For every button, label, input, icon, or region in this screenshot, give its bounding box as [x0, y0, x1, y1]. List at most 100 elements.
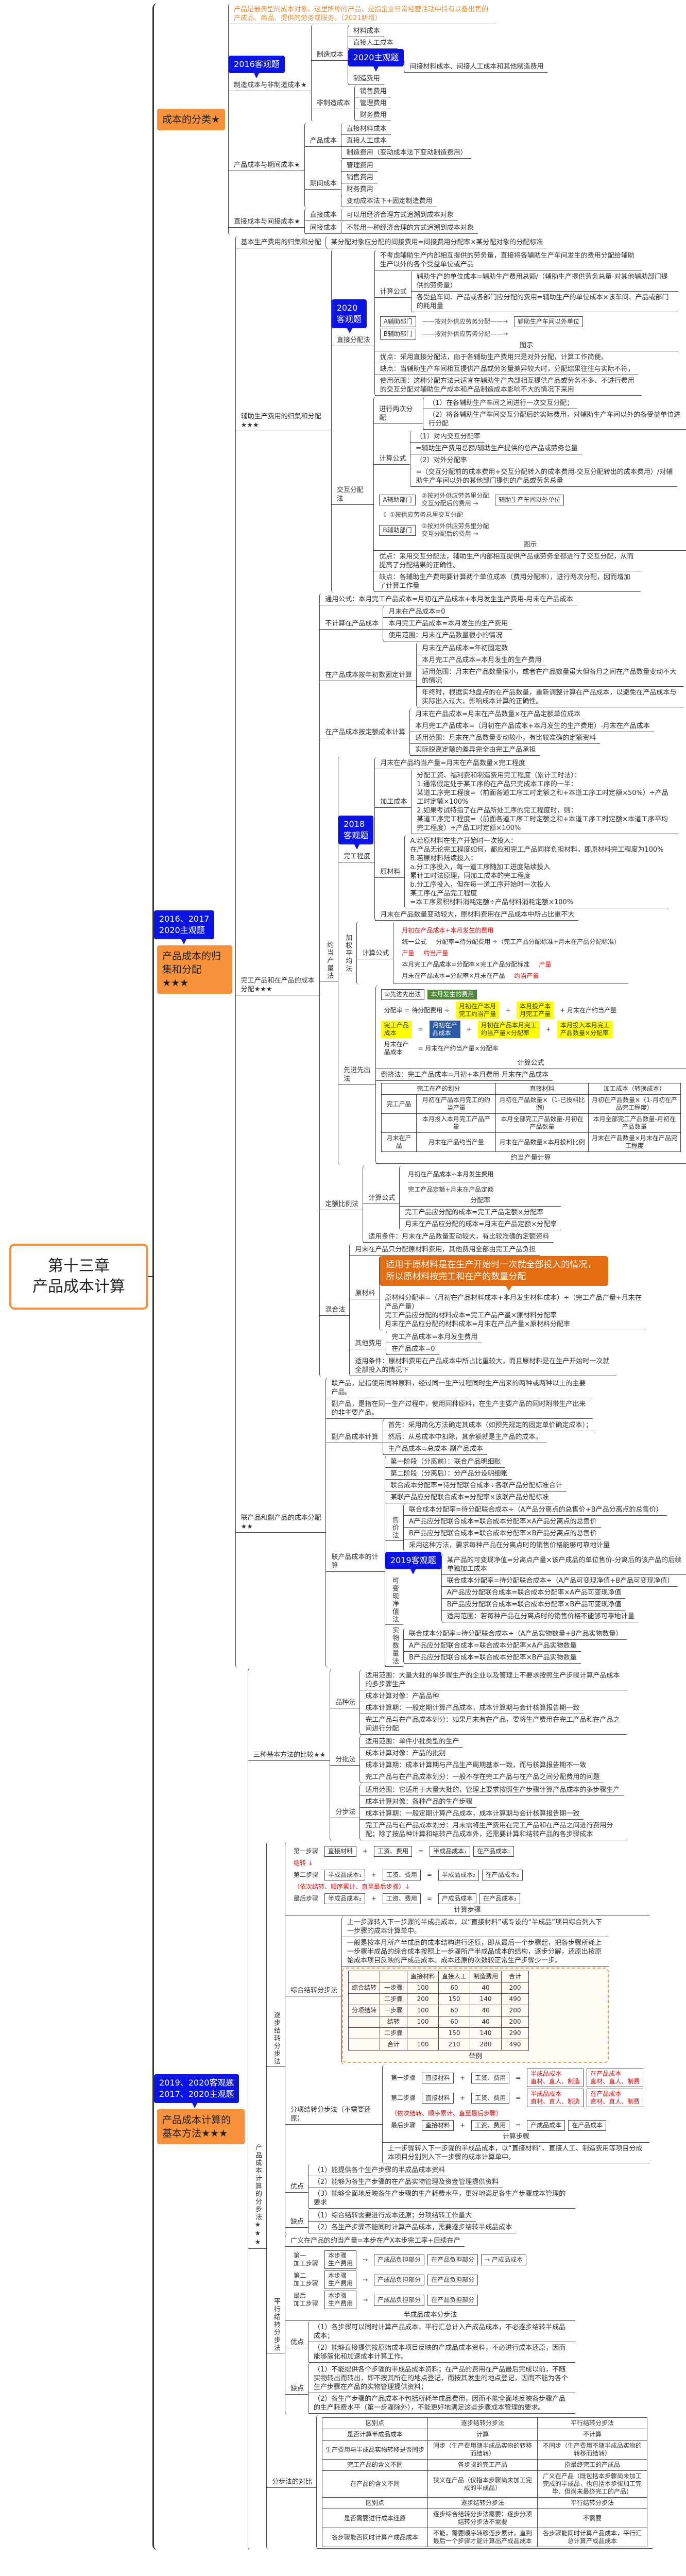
subtopics: 2020 客观题直接分配法不考虑辅助生产内部相互提供的劳务量，直接将各辅助生产车… [331, 249, 686, 593]
subtopic: 副产品，是指在同一生产过程中，使用同种原料，在生产主要产品的同时附带生产出来的非… [326, 1398, 686, 1419]
subtopic: 完工产品与在产品成本划分：如果月末有在产品，要将生产费用在完工产品和在产品之间进… [360, 1714, 627, 1735]
table-cell: 60 [438, 2005, 471, 2016]
table-row: 完工产品月初在产品本月完工的约当产量月初在产品数量×（1-已投料比例）月初在产品… [381, 1094, 681, 1114]
topic-wrap: 本月完工产品成本=本月发生的生产费用 [383, 618, 512, 630]
topic-wrap: 原材料 [350, 1287, 380, 1299]
diagram-text: = [426, 1895, 432, 1902]
subtopics: 辅助生产的单位成本=辅助生产费用总额/（辅助生产提供劳务总量-对其他辅助部门提供… [410, 270, 678, 313]
subtopics: 管理费用销售费用财务费用变动成本法下+固定制造费用 [340, 159, 437, 208]
subtopic: （1）综合结转需要进行成本还原；分项结转工作量大 [308, 2210, 516, 2222]
subtopic: 变动成本法下+固定制造费用 [341, 195, 437, 207]
diagram-text: 月末在产 品成本 [384, 1041, 409, 1056]
diagram-text: 统一公式 [402, 938, 427, 945]
table-row: 是否计算半成品成本计算不计算 [322, 2429, 648, 2441]
subtopic: 广义在产品的约当产量=本步在产X本步完工率+后续在产 [285, 2235, 575, 2247]
topic-label: 售价法 [385, 1515, 403, 1541]
topic-wrap: 财务费用 [354, 109, 391, 121]
diagram-text: 第二步骤 [294, 1871, 319, 1878]
topic-label: 在产品成本=0 [386, 1343, 439, 1355]
diagram-text: → [363, 2296, 368, 2303]
subtopic: A.若原材料在生产开始时一次投入： 在产品无论完工程度如何，都应和完工产品同样负… [405, 835, 668, 908]
diagram-text: 本月完工产品成本=分配率×完工产品分配标准 [402, 961, 530, 968]
table-row: 区别点逐步结转分步法平行结转分步法 [322, 2497, 648, 2509]
topic-wrap: 2020 客观题直接分配法 [331, 299, 374, 346]
topic-wrap: 在产品成本按定额成本计算 [320, 726, 410, 738]
diagram-caption: 计算步骤 [502, 2133, 529, 2141]
topic-wrap: 优点 [285, 2181, 308, 2193]
topic-label: 适用范围：单件小批类型的生产 [360, 1736, 464, 1748]
table-row: 完工产品的含义不同各步骤的完工产品指最终完工的产成品 [322, 2459, 648, 2471]
topic-label: （1）对内交互分配率 [410, 431, 485, 443]
table-row: 区别点逐步结转分步法平行结转分步法 [322, 2417, 648, 2429]
topic-wrap: 主产品成本=总成本-副产品成本 [383, 1443, 488, 1455]
diagram-text: 本月投入本月完工 产品数量×分配率 [557, 1021, 613, 1038]
topic-wrap: （1）综合结转需要进行成本还原；分项结转工作量大 [308, 2210, 476, 2222]
diagram-box: A辅助部门 [380, 316, 416, 327]
subtopic: 联产品，是指使用同种原料，经过同一生产过程同时生产出来的两种或两种以上的主要产品… [326, 1378, 686, 1398]
subtopic: 使用范围：月末在产品数量很小的情况 [383, 630, 512, 641]
subtopics: 计算公式月初在产品成本+本月发生费用 ――――――――――――― 完工产品定额+… [363, 1165, 561, 1243]
subtopic: 月末在产品只分配原材料费用，其他费用全部由完工产品负担 [350, 1244, 646, 1256]
diagram-text: 最后步骤 [294, 1895, 319, 1902]
table-cell: 60 [438, 2016, 471, 2028]
topic: 售价法联合成本分配率=待分配联合成本÷（A产品分离点的总售价+B产品分离点的总售… [385, 1503, 686, 1552]
diagram-box: 产成品成本 [527, 2120, 565, 2131]
subtopic: 管理费用 [341, 160, 437, 172]
exam-year-badge: 2016客观题 [229, 55, 285, 78]
topic-wrap: 成本计算期：一般定期计算产品成本，成本计算期与会计核算报告期一致 [360, 1702, 584, 1714]
table-cell: 分项结转 [348, 2005, 381, 2016]
topic-wrap: 管理费用 [341, 160, 378, 172]
topic-label: 优点 [285, 2336, 308, 2348]
subtopic: （2）能够直接提供按原始成本项目反映的产成品成本资料，不必进行成本还原，因而能够… [308, 2342, 576, 2363]
diagram-box: 在产品负担部分 [427, 2274, 478, 2285]
subtopic: （2）能够为各生产步骤的在产品实物管理及资金管理提供资料 [308, 2176, 575, 2188]
table-cell: 逐步综合结转分步法需要；逐步分项结转分步法不需要 [427, 2509, 538, 2528]
topic-label: 计算公式 [357, 947, 393, 959]
topic-wrap: 通用公式：本月完工产品成本=月初在产品成本+本月发生生产费用-月末在产品成本 [320, 594, 577, 605]
topic-wrap: 联合成本分配率=待分配联合成本÷（A产品实物数量+B产品实物数量） [404, 1628, 627, 1640]
diagram-box: 在产品成本₁ [473, 1846, 514, 1857]
subtopic: 某分配对象应分配的间接费用=间接费用分配率×某分配对象的分配标准 [325, 236, 547, 248]
topic: 分批法适用范围：单件小批类型的生产成本计算对像：产品的批别成本计算期：成本计算期… [330, 1735, 627, 1784]
table-row: 在产品的含义不同狭义在产品（仅指本步骤尚未加工完成的半成品）广义在产品（既包括本… [322, 2470, 648, 2498]
topic-wrap: 管理费用 [354, 97, 391, 109]
topic-label: 在产品成本按定额成本计算 [320, 726, 410, 738]
table-cell: 直接材料 [495, 1083, 589, 1095]
subtopic: 间接材料成本、间接人工成本和其他制造费用 [404, 61, 548, 73]
topic-label: 本月完工产品成本=本月发生的生产费用 [383, 618, 512, 630]
topic-wrap: （2）将各辅助生产车间交互分配后的实际费用，对辅助生产车间以外的各受益单位进行分… [423, 409, 686, 430]
diagram-text: 本月发生的费用 [427, 990, 477, 999]
topic-label: 原材料 [375, 866, 405, 878]
topic-label: 月末在产品成本=月末在产品数量×在产品定额单位成本 [410, 708, 585, 720]
diagram-box: 直接材料 [422, 2092, 454, 2104]
topic-label: 计算公式 [374, 453, 410, 465]
topic-wrap: 逐步结转分步法 [267, 2010, 285, 2067]
topic: 产品成本与期间成本★产品成本直接材料成本直接人工成本制造费用（变动成本法下变动制… [229, 122, 547, 208]
table-cell: 广义在产品（既包括本步骤尚未加工完成的半成品，也包括本步骤加工完毕、但尚未最终完… [537, 2470, 648, 2498]
exam-year-badge: 2019、2020客观题 2017、2020主观题 [154, 2074, 239, 2108]
subtopic: 优点：采用交互分配法，辅助生产内部相互提供产品或劳务全都进行了交互分配，从而提高… [374, 551, 686, 571]
subtopics: 不考虑辅助生产内部相互提供的劳务量，直接将各辅助生产车间发生的费用分配给辅助生产… [374, 249, 678, 396]
topic-label: 副产品成本计算 [326, 1431, 383, 1443]
subtopic: B产品应分配联合成本=联合成本分配率×B产品可变现净值 [441, 1599, 686, 1611]
diagram-row: （依次结转、顺序累计、直至最后步骤）↓ [290, 1882, 644, 1892]
table-cell: 在产品的含义不同 [322, 2470, 428, 2498]
topic-label: 销售费用 [354, 86, 391, 97]
topic: 原材料适用于原材料是在生产开始时一次就全部投入的情况，所以原材料按完工和在产的数… [350, 1256, 647, 1331]
subtopic: 适用于原材料是在生产开始时一次就全部投入的情况，所以原材料按完工和在产的数量分配… [380, 1256, 647, 1330]
diagram-box: 工资、费用 [471, 2072, 510, 2083]
subtopic: 月末在产品成本=月末在产品数量×在产品定额单位成本 [410, 708, 654, 720]
topic-wrap: 制造成本 [311, 49, 348, 61]
topic-label: 交互分配法 [331, 484, 374, 505]
table-cell [348, 2027, 381, 2039]
topic-wrap: 上一步骤转入下一步骤的半成品成本，以“直接材料”、直接人工、制造费用等项目分成本… [383, 2143, 649, 2163]
topic-label: （2）对外分配率 [410, 454, 471, 466]
diagram-text: 分配率 = 待分配费用 ÷ [384, 1006, 450, 1014]
topic-label: （2）各生产步骤不能同时计算产品成本，需要逐步结转半成品成本 [308, 2222, 517, 2233]
topic-wrap: A.若原材料在生产开始时一次投入： 在产品无论完工程度如何，都应和完工产品同样负… [405, 835, 668, 908]
topic-label: 月末在产品数量变动较大，原材料费用在产品成本中所占比重不大 [375, 909, 579, 921]
